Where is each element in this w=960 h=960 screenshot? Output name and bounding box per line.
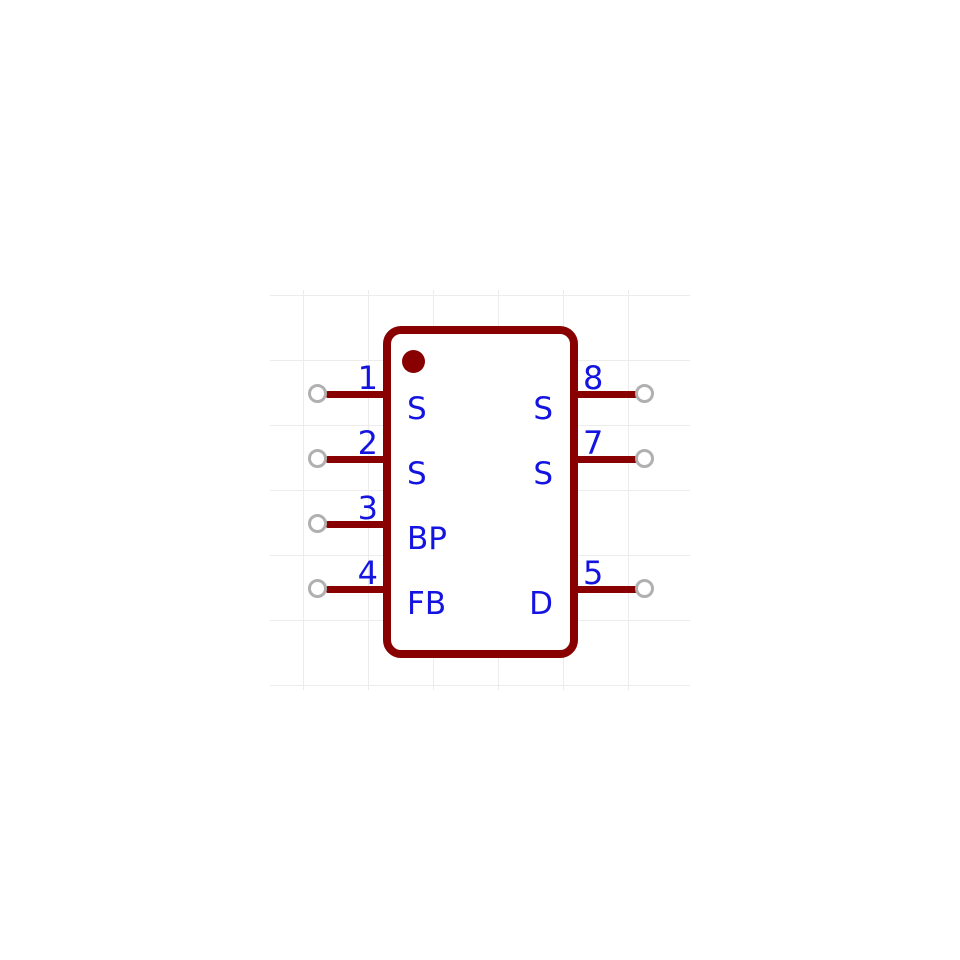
pin-8-connection-point[interactable] (635, 384, 654, 403)
pin-5-number: 5 (583, 554, 604, 592)
pin-2-number: 2 (357, 424, 378, 462)
pin-1-wire[interactable] (326, 391, 390, 398)
pin-4-wire[interactable] (326, 586, 390, 593)
pin-7-connection-point[interactable] (635, 449, 654, 468)
pin-8-number: 8 (583, 359, 604, 397)
ic-symbol-body[interactable] (383, 326, 578, 658)
pin-7-name: S (533, 456, 553, 492)
pin1-indicator-dot (402, 350, 425, 373)
pin-3-connection-point[interactable] (308, 514, 327, 533)
pin-5-connection-point[interactable] (635, 579, 654, 598)
pin-3-number: 3 (357, 489, 378, 527)
pin-1-name: S (407, 391, 427, 427)
pin-7-number: 7 (583, 424, 604, 462)
pin-3-name: BP (407, 521, 447, 557)
pin-3-wire[interactable] (326, 521, 390, 528)
pin-8-wire[interactable] (571, 391, 637, 398)
pin-5-name: D (529, 586, 553, 622)
pin-2-connection-point[interactable] (308, 449, 327, 468)
pin-1-connection-point[interactable] (308, 384, 327, 403)
pin-8-name: S (533, 391, 553, 427)
pin-1-number: 1 (357, 359, 378, 397)
pin-4-number: 4 (357, 554, 378, 592)
pin-7-wire[interactable] (571, 456, 637, 463)
pin-4-name: FB (407, 586, 447, 622)
pin-2-wire[interactable] (326, 456, 390, 463)
pin-5-wire[interactable] (571, 586, 637, 593)
pin-2-name: S (407, 456, 427, 492)
pin-4-connection-point[interactable] (308, 579, 327, 598)
